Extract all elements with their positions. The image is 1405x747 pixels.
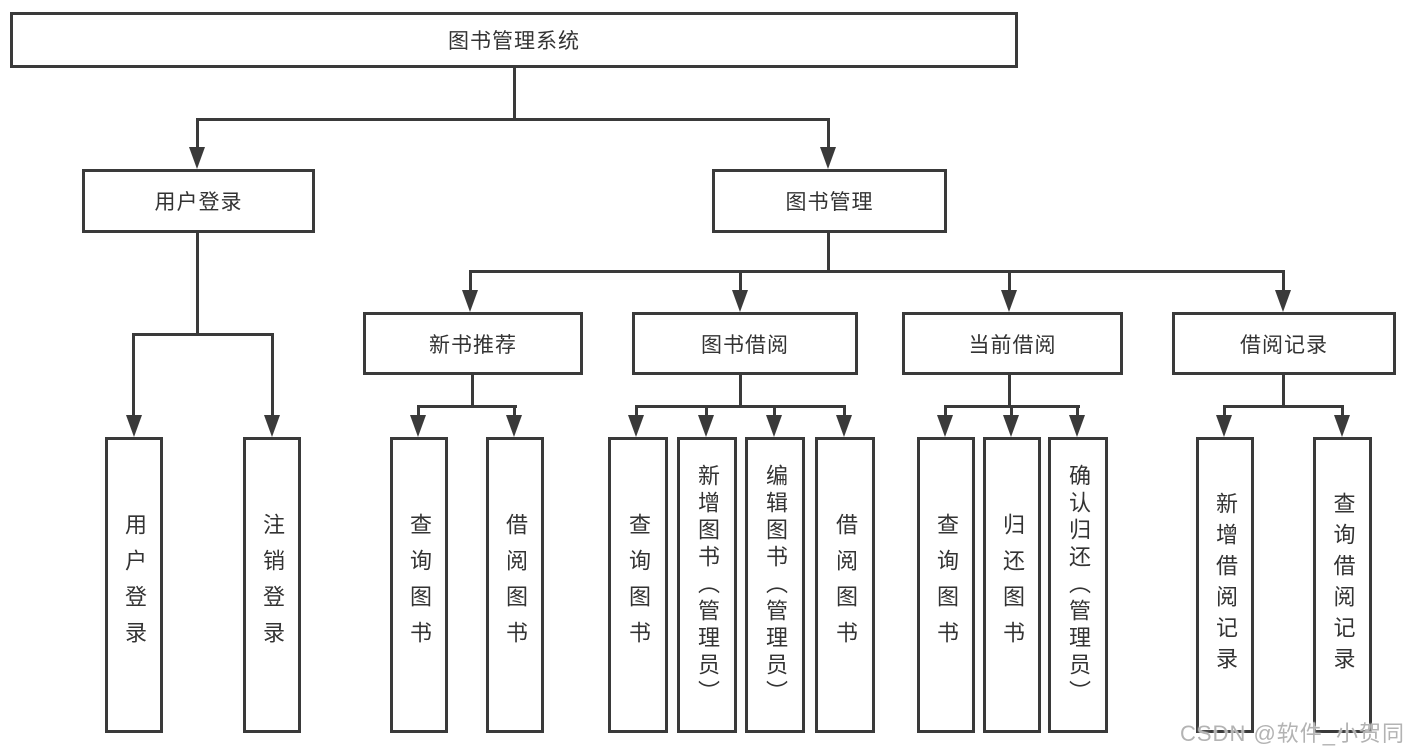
connector-line — [469, 270, 472, 294]
connector-line — [1223, 405, 1226, 419]
leaf-query-books-current: 查询图书 — [917, 437, 975, 733]
leaf-user-login: 用户登录 — [105, 437, 163, 733]
connector-line — [635, 405, 846, 408]
leaf-label: 确认归还（管理员） — [1066, 463, 1091, 707]
connector-line — [513, 68, 516, 118]
leaf-borrow-books-recommend: 借阅图书 — [486, 437, 544, 733]
node-current-borrow: 当前借阅 — [902, 312, 1123, 375]
node-borrow-records: 借阅记录 — [1172, 312, 1396, 375]
leaf-label: 新增借阅记录 — [1213, 492, 1238, 678]
connector-line — [471, 375, 474, 407]
connector-line — [739, 375, 742, 407]
node-new-book-recommend: 新书推荐 — [363, 312, 583, 375]
connector-line — [271, 333, 274, 417]
leaf-label: 注销登录 — [260, 513, 285, 657]
leaf-query-borrow-record: 查询借阅记录 — [1313, 437, 1372, 733]
arrow-down-icon — [820, 147, 836, 169]
connector-line — [417, 405, 517, 408]
node-user-login: 用户登录 — [82, 169, 315, 233]
arrow-down-icon — [698, 415, 714, 437]
arrow-down-icon — [462, 290, 478, 312]
arrow-down-icon — [1334, 415, 1350, 437]
leaf-add-borrow-record: 新增借阅记录 — [1196, 437, 1254, 733]
node-book-management: 图书管理 — [712, 169, 947, 233]
leaf-edit-book-admin: 编辑图书（管理员） — [745, 437, 805, 733]
connector-line — [469, 270, 1285, 273]
leaf-label: 查询图书 — [934, 513, 959, 657]
arrow-down-icon — [506, 415, 522, 437]
connector-line — [196, 233, 199, 333]
arrow-down-icon — [1275, 290, 1291, 312]
leaf-label: 新增图书（管理员） — [695, 463, 720, 707]
node-root-system: 图书管理系统 — [10, 12, 1018, 68]
arrow-down-icon — [628, 415, 644, 437]
leaf-add-book-admin: 新增图书（管理员） — [677, 437, 737, 733]
leaf-label: 借阅图书 — [503, 513, 528, 657]
leaf-query-books-borrow: 查询图书 — [608, 437, 668, 733]
leaf-label: 编辑图书（管理员） — [763, 463, 788, 707]
connector-line — [1223, 405, 1344, 408]
connector-line — [1008, 375, 1011, 407]
leaf-label: 查询借阅记录 — [1330, 492, 1356, 678]
connector-line — [1008, 270, 1011, 294]
connector-line — [196, 118, 199, 152]
connector-line — [827, 233, 830, 270]
arrow-down-icon — [732, 290, 748, 312]
connector-line — [827, 118, 830, 152]
csdn-watermark: CSDN @软件_小贺同学 — [1180, 721, 1405, 746]
arrow-down-icon — [1003, 415, 1019, 437]
arrow-down-icon — [410, 415, 426, 437]
arrow-down-icon — [766, 415, 782, 437]
arrow-down-icon — [1216, 415, 1232, 437]
connector-line — [1010, 405, 1013, 419]
connector-line — [417, 405, 420, 419]
connector-line — [705, 405, 708, 419]
connector-line — [1341, 405, 1344, 419]
connector-line — [635, 405, 638, 419]
connector-line — [196, 118, 829, 121]
arrow-down-icon — [836, 415, 852, 437]
leaf-label: 用户登录 — [122, 513, 147, 657]
arrow-down-icon — [126, 415, 142, 437]
leaf-borrow-books: 借阅图书 — [815, 437, 875, 733]
leaf-return-books: 归还图书 — [983, 437, 1041, 733]
connector-line — [773, 405, 776, 419]
connector-line — [132, 333, 135, 417]
leaf-label: 查询图书 — [626, 513, 651, 657]
connector-line — [944, 405, 947, 419]
leaf-logout: 注销登录 — [243, 437, 301, 733]
connector-line — [132, 333, 274, 336]
connector-line — [843, 405, 846, 419]
leaf-label: 查询图书 — [407, 513, 432, 657]
arrow-down-icon — [189, 147, 205, 169]
leaf-label: 归还图书 — [1000, 513, 1025, 657]
arrow-down-icon — [937, 415, 953, 437]
connector-line — [1282, 270, 1285, 294]
connector-line — [1076, 405, 1079, 419]
arrow-down-icon — [1069, 415, 1085, 437]
leaf-confirm-return-admin: 确认归还（管理员） — [1048, 437, 1108, 733]
connector-line — [739, 270, 742, 294]
connector-line — [513, 405, 516, 419]
leaf-label: 借阅图书 — [833, 513, 858, 657]
arrow-down-icon — [264, 415, 280, 437]
arrow-down-icon — [1001, 290, 1017, 312]
node-book-borrow: 图书借阅 — [632, 312, 858, 375]
leaf-query-books-recommend: 查询图书 — [390, 437, 448, 733]
connector-line — [1282, 375, 1285, 407]
